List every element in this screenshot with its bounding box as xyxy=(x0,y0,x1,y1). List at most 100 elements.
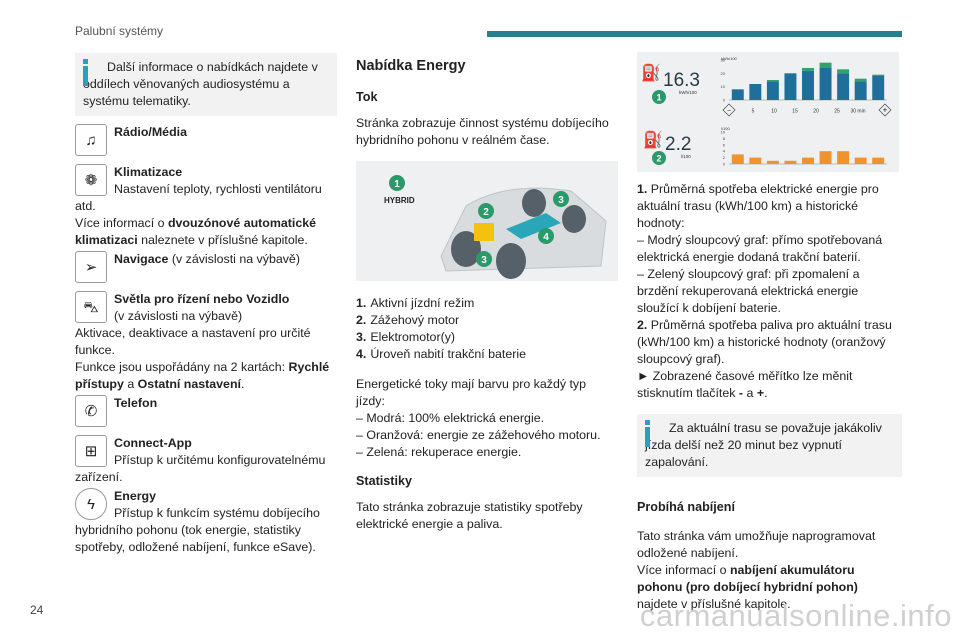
electric-consumption-chart xyxy=(729,62,887,101)
music-note-icon: ♫ xyxy=(75,124,107,156)
callout-1-circle xyxy=(652,90,666,104)
y-tick-label: 30 xyxy=(721,58,726,63)
electric-bar xyxy=(854,78,867,82)
lights-line1: (v závislosti na výbavě) xyxy=(114,309,243,323)
car-icon: ⛍ xyxy=(75,291,107,323)
lightning-icon: ϟ xyxy=(75,488,107,520)
plus-button[interactable]: + xyxy=(883,106,888,115)
electric-bar xyxy=(819,62,832,68)
statistics-dashboard: ⛽ 16.3 kWh/100 1 ⛽ 2.2 l/100 2 kWh/100 l… xyxy=(637,52,899,172)
fuel-bar xyxy=(819,151,832,164)
connect-line1: Přístup k určitému konfigurovatelnému za… xyxy=(75,453,326,484)
menu-navigation: ➢ Navigace (v závislosti na výbavě) xyxy=(75,251,337,283)
lights-line3a: Funkce jsou uspořádány na 2 kartách: xyxy=(75,360,289,374)
apps-grid-icon: ⊞ xyxy=(75,435,107,467)
electric-bar xyxy=(819,68,832,100)
fuel-bar xyxy=(766,160,779,164)
fuel-bar xyxy=(784,160,797,164)
menu-radio: ♫ Rádio/Média xyxy=(75,124,337,156)
fuel-bar xyxy=(749,157,762,164)
list-item: 3.Elektromotor(y) xyxy=(356,330,456,344)
wheel-front-left xyxy=(451,231,481,267)
p1-green: – Zelený sloupcový graf: při zpomalení a… xyxy=(637,267,860,315)
y-tick-label: 4 xyxy=(723,149,726,154)
callout-4-circle xyxy=(538,228,554,244)
electric-value: 16.3 xyxy=(663,70,700,91)
engine-block xyxy=(474,223,494,241)
wheel-rear-left xyxy=(522,189,546,217)
connect-title: Connect-App xyxy=(114,436,192,450)
p1-blue: – Modrý sloupcový graf: přímo spotřebova… xyxy=(637,233,883,264)
y-tick-label: 0 xyxy=(723,162,726,167)
electric-bar xyxy=(854,81,867,100)
fuel-unit: l/100 xyxy=(681,154,691,159)
header-accent-bar xyxy=(487,31,902,37)
figure-legend-list: 1.Aktivní jízdní režim 2.Zážehový motor … xyxy=(356,295,618,363)
p1-number: 1. xyxy=(637,182,648,196)
charging-more-c: najdete v příslušné kapitole. xyxy=(637,597,791,611)
hybrid-car-illustration: 1 HYBRID 2 3 4 3 xyxy=(384,175,607,279)
minus-button[interactable]: − xyxy=(727,108,731,115)
fuel-pump-icon-bottom: ⛽ xyxy=(643,130,663,149)
electric-bar xyxy=(784,73,797,100)
fuel-bar xyxy=(854,157,867,164)
callout-3b-circle xyxy=(476,251,492,267)
hybrid-mode-label: HYBRID xyxy=(384,196,415,205)
flow-heading: Tok xyxy=(356,90,378,104)
running-header: Palubní systémy xyxy=(75,24,164,38)
p2-number: 2. xyxy=(637,318,648,332)
menu-phone: ✆ Telefon xyxy=(75,395,337,427)
x-tick-label: 30 min xyxy=(850,109,865,115)
menu-energy: ϟ Energy Přístup k funkcím systému dobíj… xyxy=(75,488,337,556)
energy-title: Energy xyxy=(114,489,157,503)
climate-line1: Nastavení teploty, rychlosti ventilátoru… xyxy=(75,182,322,213)
charging-text: Tato stránka vám umožňuje naprogramovat … xyxy=(637,529,876,560)
p3-plus: + xyxy=(756,386,765,400)
nav-title: Navigace xyxy=(114,252,169,266)
climate-line2a: Více informací o xyxy=(75,216,168,230)
left-column: Další informace o nabídkách najdete v od… xyxy=(75,53,337,556)
callout-1-label: 1 xyxy=(394,179,400,190)
info-icon xyxy=(83,59,88,87)
minus-button-shape xyxy=(722,103,736,117)
fuel-bar xyxy=(872,157,885,164)
callout-2-circle xyxy=(652,151,666,165)
electric-bar xyxy=(837,73,850,100)
climate-title: Klimatizace xyxy=(114,165,183,179)
p3-mid: a xyxy=(743,386,757,400)
electric-bar xyxy=(872,76,885,100)
climate-line2c: naleznete v příslušné kapitole. xyxy=(137,233,308,247)
callout-4-label: 4 xyxy=(543,232,549,243)
right-column: ⛽ 16.3 kWh/100 1 ⛽ 2.2 l/100 2 kWh/100 l… xyxy=(637,52,902,613)
menu-connect: ⊞ Connect-App Přístup k určitému konfigu… xyxy=(75,435,337,486)
wheel-rear-right xyxy=(562,205,586,233)
y-tick-label: 10 xyxy=(721,130,726,135)
electric-bar xyxy=(802,68,814,71)
electric-bar xyxy=(872,74,885,76)
charging-heading: Probíhá nabíjení xyxy=(637,500,735,514)
x-tick-label: 5 xyxy=(752,109,755,115)
top-axis-unit: kWh/100 xyxy=(721,56,738,61)
x-tick-label: 15 xyxy=(792,109,798,115)
y-tick-label: 0 xyxy=(723,98,726,103)
callout-1-circle xyxy=(389,175,405,191)
callout-3a-circle xyxy=(553,191,569,207)
p3-text: ► Zobrazené časové měřítko lze měnit sti… xyxy=(637,369,853,400)
y-tick-label: 8 xyxy=(723,136,726,141)
fuel-bar xyxy=(731,154,744,164)
color-line-orange: – Oranžová: energie ze zážehového motoru… xyxy=(356,428,601,442)
charging-more-a: Více informací o xyxy=(637,563,730,577)
colors-intro: Energetické toky mají barvu pro každý ty… xyxy=(356,377,587,408)
electric-bar xyxy=(837,69,850,74)
flow-text: Stránka zobrazuje činnost systému dobíje… xyxy=(356,116,609,147)
phone-title: Telefon xyxy=(114,396,158,410)
x-tick-label: 25 xyxy=(834,109,840,115)
menu-climate: ❁ Klimatizace Nastavení teploty, rychlos… xyxy=(75,164,337,249)
y-tick-label: 6 xyxy=(723,142,726,147)
callout-3a-label: 3 xyxy=(558,195,564,206)
y-tick-label: 10 xyxy=(721,84,726,89)
navigation-arrow-icon: ➢ xyxy=(75,251,107,283)
